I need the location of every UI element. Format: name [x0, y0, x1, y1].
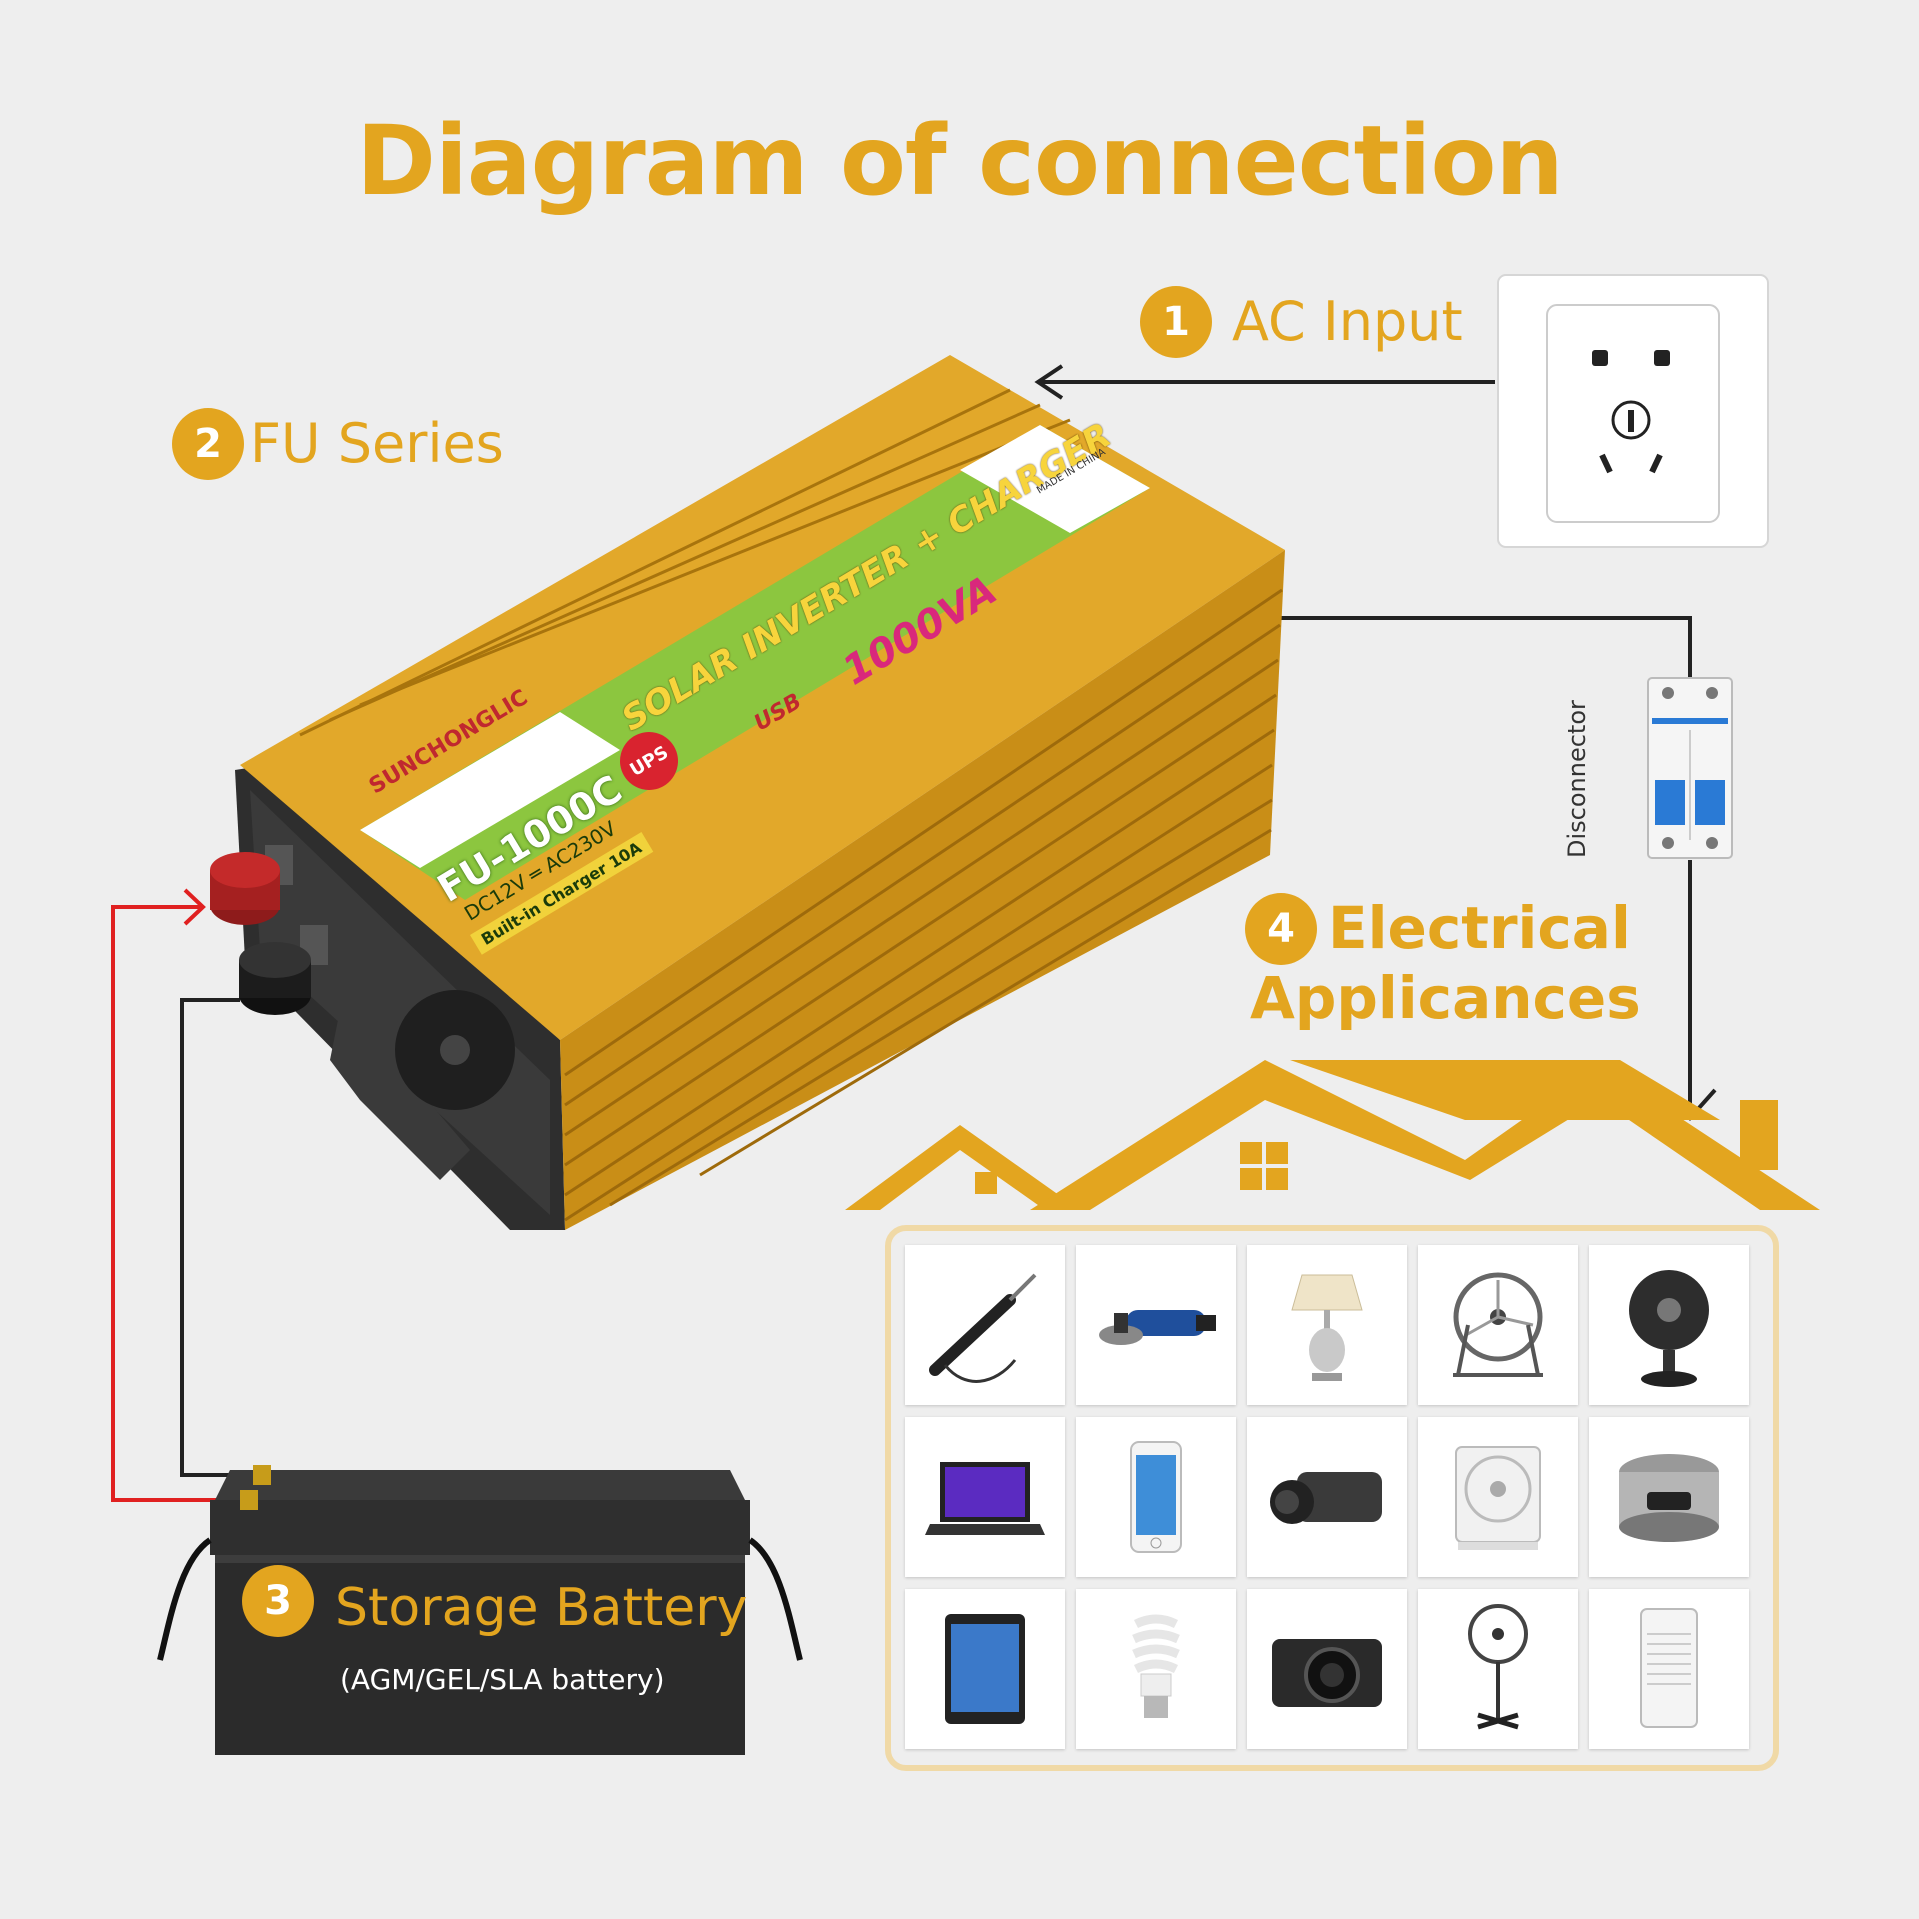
- table-lamp-icon: [1291, 1274, 1363, 1381]
- digital-camera-icon: [1272, 1639, 1382, 1707]
- negative-terminal: [239, 925, 328, 1015]
- tablet-icon: [945, 1614, 1025, 1724]
- fu-series-label: FU Series: [250, 412, 504, 475]
- laptop-icon: [925, 1462, 1045, 1535]
- appliance-table-lamp: [1247, 1245, 1407, 1405]
- step-1-badge: 1: [1140, 286, 1212, 358]
- appliance-stand-fan: [1418, 1589, 1578, 1749]
- air-cooler-icon: [1640, 1608, 1698, 1728]
- box-fan-icon: [1455, 1446, 1541, 1550]
- angle-grinder-icon: [1099, 1310, 1216, 1345]
- ac-input-label: AC Input: [1232, 290, 1463, 353]
- electrical-label-line1: Electrical: [1328, 894, 1631, 962]
- battery-negative-wire: [180, 998, 262, 1477]
- appliance-floor-fan: [1418, 1245, 1578, 1405]
- positive-terminal: [210, 845, 293, 925]
- appliance-desk-fan: [1589, 1245, 1749, 1405]
- wall-outlet: [1497, 274, 1769, 548]
- appliance-soldering-iron: [905, 1245, 1065, 1405]
- desk-fan-icon: [1629, 1270, 1709, 1387]
- battery-positive-wire: [111, 888, 250, 1502]
- battery-label: Storage Battery: [335, 1578, 748, 1638]
- disconnector-label: Disconnector: [1563, 700, 1591, 858]
- appliance-grid: [905, 1245, 1755, 1749]
- soldering-iron-icon: [929, 1273, 1037, 1383]
- camcorder-icon: [1270, 1472, 1382, 1524]
- house-roof: [845, 1060, 1820, 1210]
- appliance-camcorder: [1247, 1417, 1407, 1577]
- appliance-digital-camera: [1247, 1589, 1407, 1749]
- rice-cooker-icon: [1619, 1454, 1719, 1542]
- step-4-badge: 4: [1245, 893, 1317, 965]
- appliance-air-cooler: [1589, 1589, 1749, 1749]
- page-title: Diagram of connection: [356, 105, 1563, 217]
- battery-sublabel: (AGM/GEL/SLA battery): [340, 1663, 665, 1696]
- floor-fan-icon: [1453, 1272, 1543, 1377]
- appliance-box-fan: [1418, 1417, 1578, 1577]
- house-frame: [885, 1225, 1779, 1771]
- stand-fan-icon: [1468, 1604, 1528, 1730]
- appliance-laptop: [905, 1417, 1065, 1577]
- appliance-rice-cooker: [1589, 1417, 1749, 1577]
- ac-input-wire: [1034, 364, 1495, 400]
- appliance-cfl-bulb: [1076, 1589, 1236, 1749]
- step-2-badge: 2: [172, 408, 244, 480]
- cfl-bulb-icon: [1132, 1614, 1180, 1718]
- smartphone-icon: [1130, 1441, 1182, 1553]
- appliance-smartphone: [1076, 1417, 1236, 1577]
- appliance-tablet: [905, 1589, 1065, 1749]
- step-3-badge: 3: [242, 1565, 314, 1637]
- appliance-angle-grinder: [1076, 1245, 1236, 1405]
- electrical-label-line2: Applicances: [1250, 964, 1641, 1032]
- inverter: [210, 355, 1285, 1230]
- circuit-breaker: [1647, 677, 1733, 859]
